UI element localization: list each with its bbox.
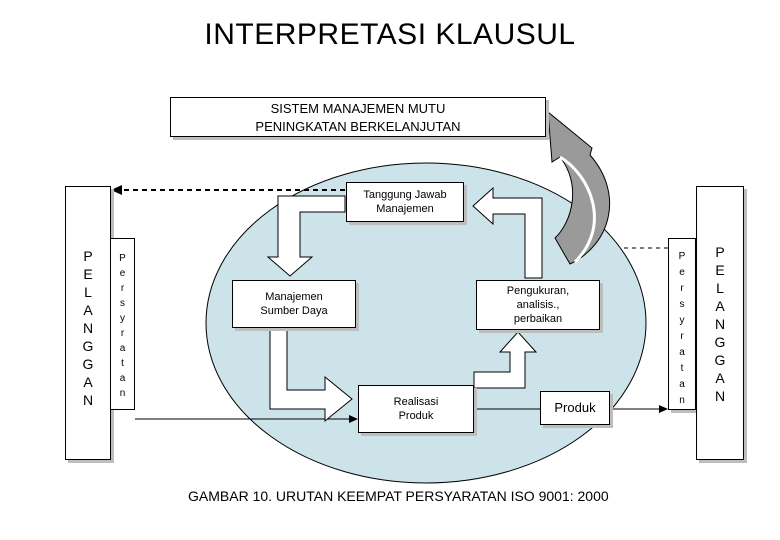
management-line-2: Manajemen xyxy=(376,203,434,215)
arrow-management-to-resource xyxy=(266,195,346,277)
quality-management-system-box: SISTEM MANAJEMEN MUTU PENINGKATAN BERKEL… xyxy=(170,97,546,137)
diagram-title: INTERPRETASI KLAUSUL xyxy=(204,18,576,51)
management-line-1: Tanggung Jawab xyxy=(363,189,447,201)
management-responsibility-box: Tanggung Jawab Manajemen xyxy=(346,182,464,222)
requirements-left-label: P e r s y r a t a n xyxy=(119,253,126,399)
requirements-right-box: P e r s y r a t a n xyxy=(668,238,696,410)
customers-left-label: P E L A N G G A N xyxy=(82,248,94,408)
product-label: Produk xyxy=(554,400,596,415)
arrow-measurement-to-management xyxy=(472,186,543,279)
requirements-right-label: P e r s y r a t a n xyxy=(678,251,686,406)
measurement-line-3: perbaikan xyxy=(513,313,563,325)
requirements-left-box: P e r s y r a t a n xyxy=(111,238,135,410)
realization-line-1: Realisasi xyxy=(393,396,439,408)
dashed-arrow-left xyxy=(111,185,345,195)
arrow-realization-to-measurement xyxy=(473,331,538,389)
measurement-analysis-box: Pengukuran, analisis., perbaikan xyxy=(476,280,600,330)
measurement-line-2: analisis., xyxy=(516,299,560,311)
product-box: Produk xyxy=(540,391,610,425)
realization-line-2: Produk xyxy=(398,410,434,422)
customers-right-box: P E L A N G G A N xyxy=(696,186,744,460)
product-realization-box: Realisasi Produk xyxy=(358,385,474,433)
continual-improvement-curved-arrow xyxy=(547,110,611,265)
input-arrow-line xyxy=(135,415,358,423)
figure-caption: GAMBAR 10. URUTAN KEEMPAT PERSYARATAN IS… xyxy=(188,488,609,504)
qms-line-2: PENINGKATAN BERKELANJUTAN xyxy=(255,119,461,134)
qms-line-1: SISTEM MANAJEMEN MUTU xyxy=(270,101,446,116)
resource-management-box: Manajemen Sumber Daya xyxy=(232,280,356,328)
customers-left-box: P E L A N G G A N xyxy=(65,186,111,460)
arrow-resource-to-realization xyxy=(269,329,353,423)
resource-line-2: Sumber Daya xyxy=(260,305,328,317)
output-arrow-line xyxy=(474,405,668,413)
measurement-line-1: Pengukuran, xyxy=(506,285,570,297)
customers-right-label: P E L A N G G A N xyxy=(714,244,726,404)
resource-line-1: Manajemen xyxy=(265,291,323,303)
